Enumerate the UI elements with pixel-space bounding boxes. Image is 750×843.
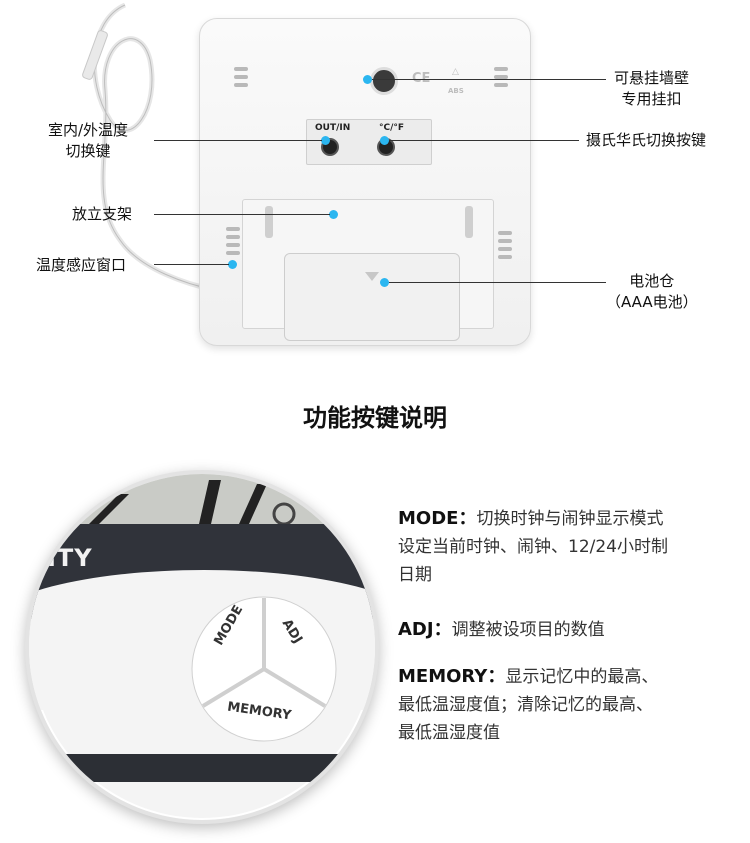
memory-explanation: MEMORY：显示记忆中的最高、 最低温湿度值；清除记忆的最高、 最低温湿度值: [398, 663, 738, 747]
callout-dot-battery: [380, 278, 389, 287]
button-cluster-shape: [191, 596, 337, 742]
callout-stand: 放立支架: [72, 205, 133, 223]
memory-key: MEMORY：: [398, 666, 506, 687]
callout-dot-in-out: [321, 136, 330, 145]
stand-hinge: [265, 206, 273, 238]
section-title: 功能按键说明: [303, 404, 447, 432]
adj-desc-line1: 调整被设项目的数值: [451, 620, 605, 640]
memory-desc-line3: 最低温湿度值: [398, 723, 500, 743]
out-in-label: OUT/IN: [315, 123, 351, 133]
vent-slot: [498, 239, 512, 243]
arrow-down-icon: [365, 272, 379, 281]
vent-slot: [498, 231, 512, 235]
cf-label: °C/°F: [379, 123, 405, 133]
callout-wall-hang-line1: 可悬挂墙壁: [614, 69, 690, 87]
callout-dot-sensor: [228, 260, 237, 269]
callout-dot-stand: [329, 210, 338, 219]
bottom-bar: [29, 754, 375, 782]
mode-desc-line2: 设定当前时钟、闹钟、12/24小时制: [398, 537, 668, 557]
sensor-vent-slot: [226, 243, 240, 247]
mode-desc-line1: 切换时钟与闹钟显示模式: [476, 509, 664, 529]
button-cluster: MODE ADJ MEMORY: [189, 594, 339, 744]
vent-slot: [234, 75, 248, 79]
display-label-fragment: ITY: [47, 544, 93, 572]
callout-line-wall-hang: [372, 79, 606, 80]
wall-hang-hole: [370, 67, 398, 95]
vent-slot: [234, 67, 248, 71]
callout-dot-wall-hang: [363, 75, 372, 84]
thermometer-back-view: CE △ ABS OUT/IN °C/°F: [199, 18, 531, 346]
callout-wall-hang-line2: 专用挂扣: [621, 90, 682, 108]
vent-slot: [494, 75, 508, 79]
callout-line-sensor: [154, 264, 229, 265]
sensor-vent-slot: [226, 235, 240, 239]
memory-desc-line2: 最低温湿度值；清除记忆的最高、: [398, 695, 653, 715]
stand-hinge: [465, 206, 473, 238]
callout-line-in-out: [154, 140, 322, 141]
battery-cover[interactable]: [284, 253, 460, 341]
callout-dot-cf: [380, 136, 389, 145]
ce-mark: CE: [412, 71, 431, 86]
vent-slot: [498, 255, 512, 259]
callout-line-cf: [389, 140, 579, 141]
callout-battery-line2: （AAA电池）: [606, 293, 698, 311]
mode-key: MODE：: [398, 508, 477, 529]
sensor-cable: [82, 2, 216, 293]
sensor-vent-slot: [226, 227, 240, 231]
callout-wall-hang: 可悬挂墙壁 专用挂扣: [614, 68, 689, 110]
callout-battery-line1: 电池仓: [629, 272, 675, 290]
memory-desc-line1: 显示记忆中的最高、: [505, 667, 659, 687]
vent-slot: [494, 83, 508, 87]
recycle-icon: △: [452, 67, 459, 77]
mode-desc-line3: 日期: [398, 565, 432, 585]
lcd-display: [29, 474, 375, 526]
callout-in-out-line2: 切换键: [65, 142, 111, 160]
adj-key: ADJ：: [398, 619, 452, 640]
vent-slot: [498, 247, 512, 251]
adj-explanation: ADJ：调整被设项目的数值: [398, 616, 738, 644]
callout-in-out: 室内/外温度 切换键: [48, 120, 128, 162]
callout-line-battery: [389, 282, 606, 283]
callout-sensor-window: 温度感应窗口: [36, 256, 127, 274]
callout-in-out-line1: 室内/外温度: [48, 121, 129, 139]
vent-slot: [494, 67, 508, 71]
sensor-vent-slot: [226, 251, 240, 255]
callout-line-stand: [154, 214, 330, 215]
lcd-digits: [89, 480, 296, 526]
mode-explanation: MODE：切换时钟与闹钟显示模式 设定当前时钟、闹钟、12/24小时制 日期: [398, 505, 738, 589]
switch-panel: OUT/IN °C/°F: [306, 119, 432, 165]
callout-battery: 电池仓 （AAA电池）: [606, 271, 698, 313]
vent-slot: [234, 83, 248, 87]
callout-cf-switch: 摄氏华氏切换按键: [586, 131, 707, 149]
button-magnifier: ITY MODE ADJ MEMORY: [25, 470, 379, 824]
abs-mark: ABS: [448, 87, 464, 95]
